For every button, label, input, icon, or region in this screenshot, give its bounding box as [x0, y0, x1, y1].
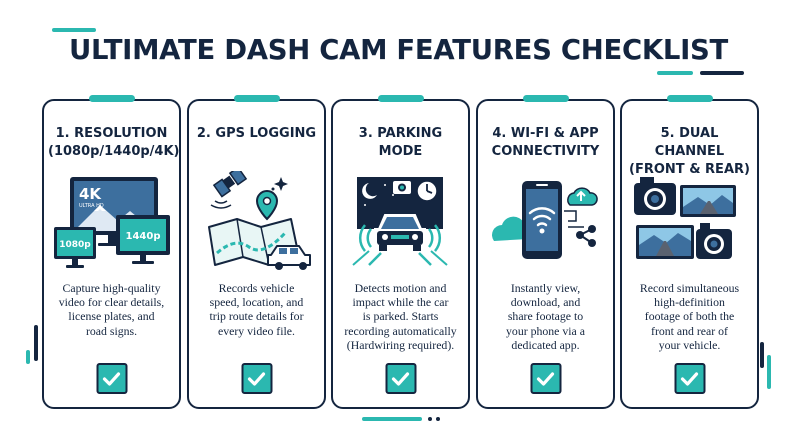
feature-card-resolution: 1. RESOLUTION (1080p/1440p/4K) 4K ULTRA …	[42, 95, 181, 409]
svg-text:1080p: 1080p	[59, 240, 91, 250]
camera-icon	[393, 181, 411, 194]
card-tab	[233, 95, 280, 102]
card-title: 5. DUAL CHANNEL (FRONT & REAR)	[629, 126, 750, 177]
checkbox-checked[interactable]	[530, 363, 561, 394]
parking-car-illustration	[352, 177, 448, 266]
card-title: 3. PARKING MODE	[358, 126, 443, 159]
share-icon	[576, 225, 596, 247]
map-pin-icon	[255, 190, 279, 221]
card-tab	[522, 95, 569, 102]
rear-camera-icon	[696, 223, 732, 259]
card-tab	[88, 95, 135, 102]
checkbox-checked[interactable]	[385, 363, 416, 394]
side-accent-right-teal	[767, 355, 771, 389]
card-description: Capture high-quality video for clear det…	[58, 281, 165, 338]
clock-icon	[416, 180, 438, 202]
satellite-icon	[210, 171, 248, 209]
gps-map-illustration	[208, 171, 311, 270]
checkmark-icon	[391, 371, 410, 386]
card-title: 4. WI-FI & APP CONNECTIVITY	[491, 126, 600, 159]
checkmark-icon	[247, 371, 266, 386]
feature-card-dual-channel: 5. DUAL CHANNEL (FRONT & REAR)	[620, 95, 759, 409]
page-title: ULTIMATE DASH CAM FEATURES CHECKLIST	[69, 34, 728, 66]
checkmark-icon	[102, 371, 121, 386]
checkbox-checked[interactable]	[241, 363, 272, 394]
card-description: Detects motion and impact while the car …	[344, 281, 457, 352]
checkbox-checked[interactable]	[674, 363, 705, 394]
front-view-screen	[680, 185, 736, 217]
card-tab	[377, 95, 424, 102]
feature-card-wifi-app: 4. WI-FI & APP CONNECTIVITY Instantly	[476, 95, 615, 409]
car-icon	[267, 245, 311, 270]
side-accent-left-navy	[34, 325, 38, 361]
rear-view-screen	[636, 225, 694, 259]
svg-text:ULTRA HD: ULTRA HD	[79, 203, 104, 209]
svg-text:1440p: 1440p	[126, 231, 161, 242]
card-title: 2. GPS LOGGING	[196, 126, 317, 141]
moon-icon	[362, 183, 377, 199]
checkbox-checked[interactable]	[96, 363, 127, 394]
card-description: Records vehicle speed, location, and tri…	[209, 281, 304, 338]
feature-card-gps-logging: 2. GPS LOGGING Records vehicle speed	[187, 95, 326, 409]
svg-text:4K: 4K	[79, 185, 102, 203]
bottom-accent-dot-1	[428, 417, 432, 421]
car-front-icon	[374, 214, 426, 251]
dual-camera-illustration	[634, 177, 736, 259]
wifi-icon	[528, 207, 556, 227]
monitors-illustration: 4K ULTRA HD 1080p 1440p	[54, 177, 170, 268]
cloud-upload-icon	[567, 187, 598, 206]
side-accent-left-teal	[26, 350, 30, 364]
bottom-accent-dot-2	[436, 417, 440, 421]
phone-wifi-illustration	[492, 181, 598, 259]
front-camera-icon	[634, 177, 676, 215]
card-description: Instantly view, download, and share foot…	[506, 281, 585, 352]
card-title: 1. RESOLUTION (1080p/1440p/4K)	[48, 126, 180, 159]
feature-card-parking-mode: 3. PARKING MODE	[331, 95, 470, 409]
title-accent-bottom-right-navy	[700, 71, 744, 75]
card-tab	[666, 95, 713, 102]
title-accent-bottom-right-teal	[657, 71, 693, 75]
card-description: Record simultaneous high-definition foot…	[639, 281, 740, 352]
side-accent-right-navy	[760, 342, 764, 368]
checkmark-icon	[536, 371, 555, 386]
bottom-accent-teal	[362, 417, 422, 421]
title-accent-top-left	[52, 28, 96, 32]
checkmark-icon	[680, 371, 699, 386]
